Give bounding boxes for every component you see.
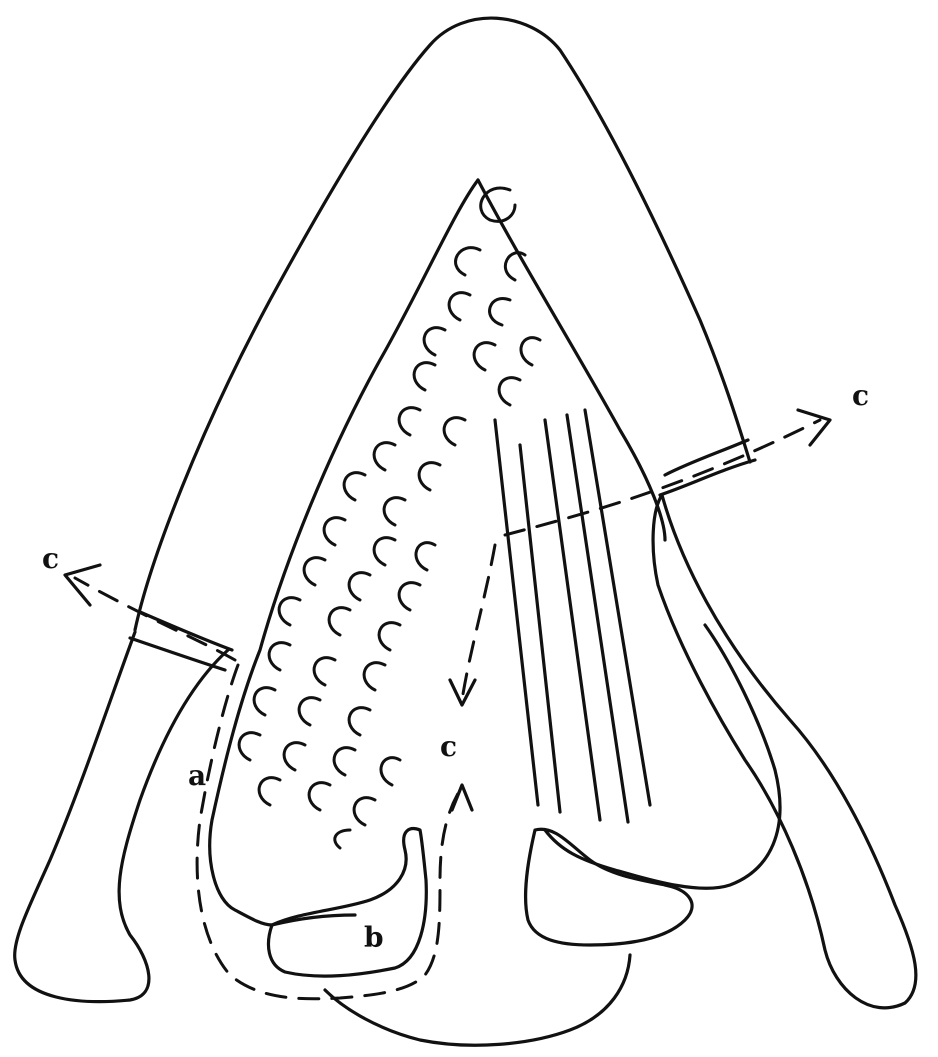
fiber-strands xyxy=(495,410,650,822)
inner-lumen xyxy=(210,180,478,925)
label-b: b xyxy=(364,924,384,952)
structure-b xyxy=(268,829,426,976)
dashed-arrow-down xyxy=(462,545,495,700)
outer-outline xyxy=(15,18,916,1008)
label-a: a xyxy=(188,762,206,790)
label-c-left: c xyxy=(42,545,59,573)
inner-right-edge xyxy=(478,180,665,540)
right-channel-lines xyxy=(660,440,755,495)
right-blob xyxy=(526,829,693,945)
arrowhead-left xyxy=(65,565,100,605)
glandular-curls xyxy=(239,188,540,848)
bottom-curve xyxy=(325,955,630,1045)
label-c-middle: c xyxy=(440,733,457,761)
label-c-top-right: c xyxy=(852,382,869,410)
